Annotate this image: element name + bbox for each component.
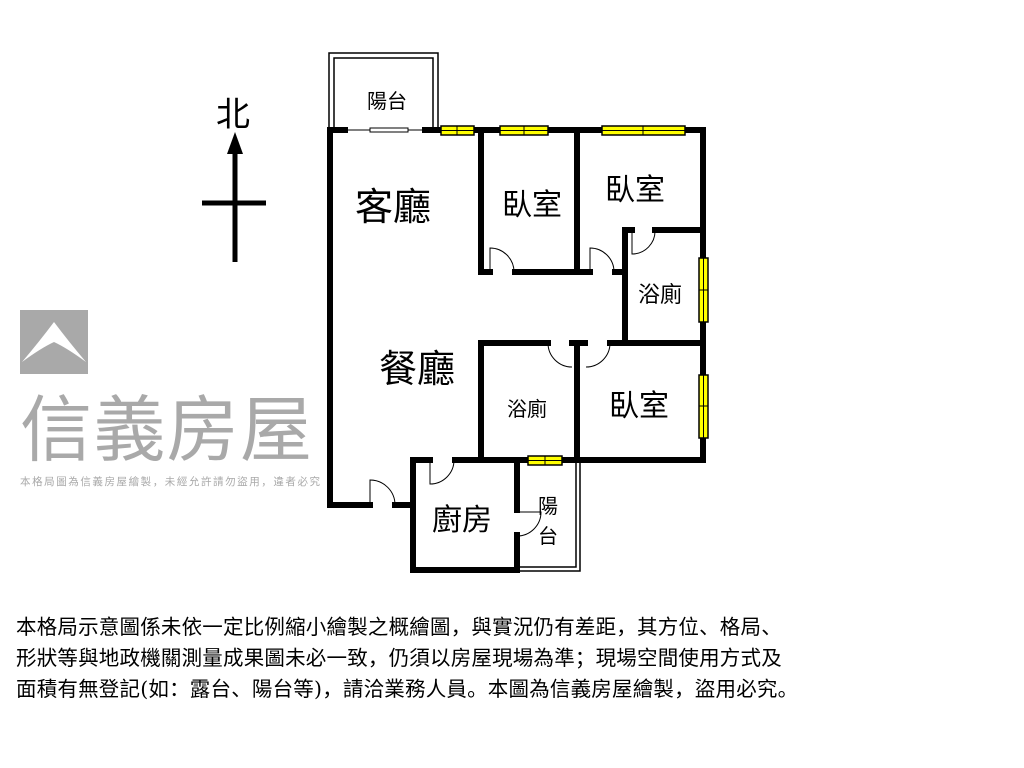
door-bedroom-3 [585,342,611,368]
watermark: 信義房屋 本格局圖為信義房屋繪製，未經允許請勿盜用，違者必究 [20,310,321,488]
room-label-balcony-top: 陽台 [367,89,407,113]
room-label-bedroom-3: 臥室 [609,389,669,424]
room-label-dining-room: 餐廳 [379,347,455,391]
door-bedroom-2 [589,247,615,273]
door-bathroom-2 [547,342,573,368]
room-label-balcony-small-1: 陽 [538,494,558,518]
room-labels: 陽台 客廳 臥室 臥室 浴廁 餐廳 浴廁 臥室 廚房 陽 台 [355,89,682,548]
door-entrance [369,479,396,506]
doors [369,229,656,537]
disclaimer-line: 形狀等與地政機關測量成果圖未必一致，仍須以房屋現場為準；現場空間使用方式及 [16,646,782,670]
room-label-kitchen: 廚房 [432,503,492,538]
balcony-small [517,460,581,572]
watermark-notice: 本格局圖為信義房屋繪製，未經允許請勿盜用，違者必究 [20,475,321,488]
room-label-bedroom-2: 臥室 [605,173,665,208]
room-label-balcony-small-2: 台 [538,524,558,548]
windows [440,125,709,466]
room-label-bathroom-1: 浴廁 [638,283,682,308]
room-label-bedroom-1: 臥室 [502,188,562,223]
disclaimer: 本格局示意圖係未依一定比例縮小繪製之概繪圖，與實況仍有差距，其方位、格局、 形狀… [16,612,1016,705]
balcony-top [328,52,439,130]
room-label-living-room: 客廳 [355,185,431,229]
room-label-bathroom-2: 浴廁 [507,397,547,421]
north-compass-icon: 北 [202,95,266,262]
watermark-brand: 信義房屋 [20,388,312,472]
north-label: 北 [216,95,250,135]
sliding-door [346,127,424,133]
disclaimer-line: 本格局示意圖係未依一定比例縮小繪製之概繪圖，與實況仍有差距，其方位、格局、 [16,615,782,639]
door-balcony [516,511,542,537]
door-kitchen [429,459,455,485]
door-bathroom-1 [631,229,656,255]
disclaimer-line: 面積有無登記(如：露台、陽台等)，請洽業務人員。本圖為信義房屋繪製，盜用必究。 [16,677,799,701]
door-bedroom-1 [489,247,515,273]
